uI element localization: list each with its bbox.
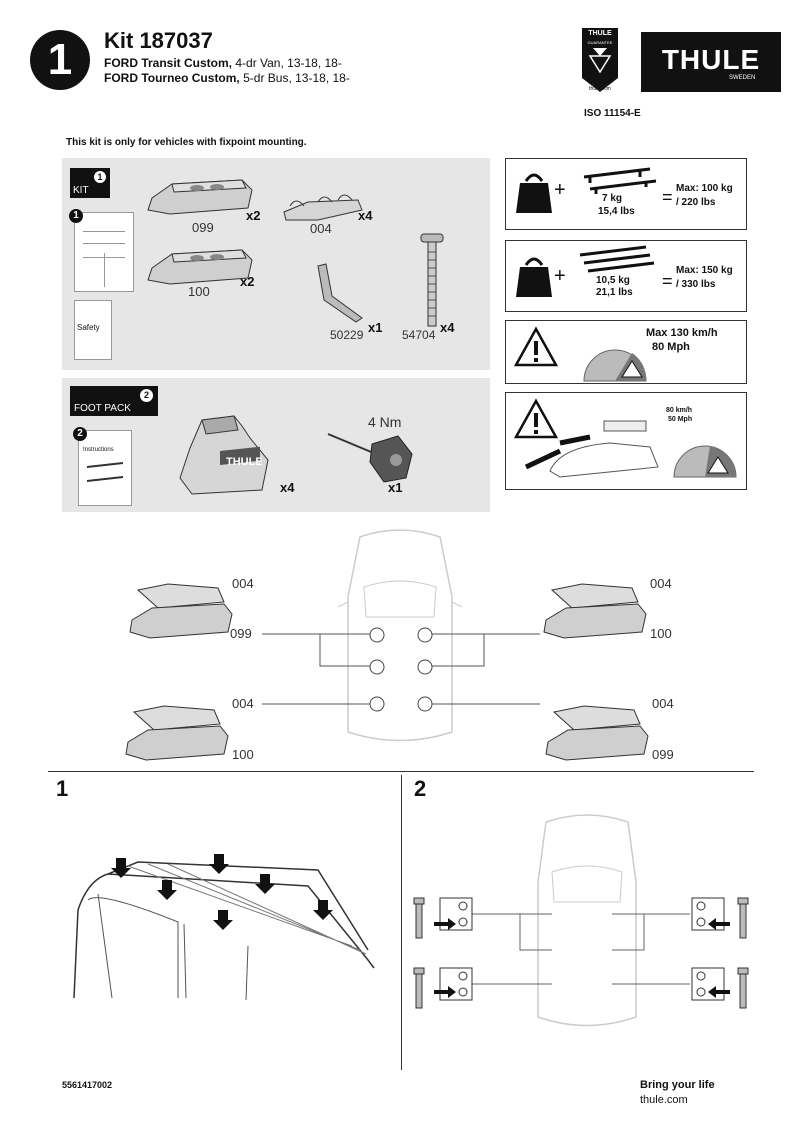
bar-weight-2: 10,5 kg bbox=[596, 275, 630, 286]
mount-point-mid-left bbox=[369, 659, 385, 675]
loading-warning-box: 80 km/h 50 Mph bbox=[505, 392, 747, 490]
roof-bars-thumb-icon bbox=[86, 462, 124, 482]
foot-brand-mark: THULE bbox=[226, 456, 263, 468]
mount-point-front-right bbox=[417, 627, 433, 643]
max-load-lbs-2: / 330 lbs bbox=[676, 279, 716, 290]
roof-rack-foot-icon bbox=[179, 415, 269, 495]
step-2-number: 2 bbox=[414, 776, 427, 801]
mount-point-front-left bbox=[369, 627, 385, 643]
car-loading-icon bbox=[524, 420, 659, 478]
kit-panel: 1 KIT 1 Safety 099 x2 004 x4 100 x2 5022… bbox=[62, 158, 490, 370]
pos-tr-top: 004 bbox=[650, 576, 672, 591]
thule-logo: THULE SWEDEN bbox=[641, 32, 781, 92]
part-qty-004: x4 bbox=[358, 208, 373, 223]
part-qty-54704: x4 bbox=[440, 320, 455, 335]
vehicle-line-2: FORD Tourneo Custom, 5-dr Bus, 13-18, 18… bbox=[104, 71, 350, 85]
part-qty-099: x2 bbox=[246, 208, 261, 223]
warning-triangle-icon bbox=[513, 326, 559, 367]
weight-icon bbox=[516, 173, 552, 213]
step-1-number: 1 bbox=[56, 776, 69, 801]
loading-speed-mph: 50 Mph bbox=[668, 416, 693, 423]
instruction-manual-thumb: 1 bbox=[69, 209, 134, 292]
adapter-stack-br-icon bbox=[545, 705, 649, 761]
steps-divider-h bbox=[48, 771, 754, 772]
foot-qty: x4 bbox=[280, 480, 295, 495]
load-limit-box-2: + 10,5 kg 21,1 lbs = Max: 150 kg / 330 l… bbox=[505, 240, 747, 312]
steps-divider-v bbox=[401, 775, 402, 1070]
part-qty-50229: x1 bbox=[368, 320, 383, 335]
footer-url[interactable]: thule.com bbox=[640, 1094, 688, 1106]
torque-tool-icon bbox=[327, 433, 413, 483]
hex-key-icon bbox=[317, 263, 363, 323]
adapter-stack-bl-icon bbox=[125, 705, 229, 761]
fixpoint-adapter-100-icon bbox=[147, 249, 253, 285]
pos-bl-bottom: 100 bbox=[232, 747, 254, 762]
loading-speed: 80 km/h bbox=[666, 407, 693, 414]
mount-point-mid-right bbox=[417, 659, 433, 675]
kit-badge: 1 KIT bbox=[70, 168, 110, 198]
adapter-stack-tr-icon bbox=[543, 583, 647, 639]
step-2-van-top-view-icon bbox=[537, 814, 637, 1027]
van-top-view-icon bbox=[337, 529, 463, 742]
kit-notice: This kit is only for vehicles with fixpo… bbox=[66, 137, 307, 148]
max-speed-mph: 80 Mph bbox=[652, 341, 690, 353]
roof-bars-icon bbox=[583, 167, 657, 194]
bolt-icon bbox=[420, 233, 444, 327]
bar-weight-lbs-2: 21,1 lbs bbox=[596, 287, 633, 298]
max-load-1: Max: 100 kg bbox=[676, 183, 733, 194]
max-load-2: Max: 150 kg bbox=[676, 265, 733, 276]
max-load-lbs-1: / 220 lbs bbox=[676, 197, 716, 208]
foot-pack-badge: 2 FOOT PACK bbox=[70, 386, 158, 416]
torque-value: 4 Nm bbox=[368, 414, 402, 430]
roof-bars-three-icon bbox=[579, 245, 655, 273]
fixpoint-adapter-099-icon bbox=[147, 179, 253, 215]
bar-weight-lbs-1: 15,4 lbs bbox=[598, 206, 635, 217]
speedometer-icon bbox=[673, 445, 737, 478]
weight-icon bbox=[516, 257, 552, 297]
foot-pack-panel: 2 FOOT PACK 2 Instructions THULE x4 4 Nm… bbox=[62, 378, 490, 512]
part-label-50229: 50229 bbox=[330, 328, 364, 342]
guarantee-badge: THULE GUARANTEE thule.com bbox=[580, 26, 620, 96]
pos-bl-top: 004 bbox=[232, 696, 254, 711]
tool-qty: x1 bbox=[388, 480, 403, 495]
step-number-badge: 1 bbox=[30, 30, 90, 90]
part-label-100: 100 bbox=[188, 284, 210, 299]
pos-br-bottom: 099 bbox=[652, 747, 674, 762]
bar-weight-1: 7 kg bbox=[602, 193, 623, 204]
part-label-004: 004 bbox=[310, 221, 332, 236]
speed-limit-box: Max 130 km/h 80 Mph bbox=[505, 320, 747, 384]
mount-point-rear-right bbox=[417, 696, 433, 712]
part-label-54704: 54704 bbox=[402, 328, 436, 342]
clamp-004-icon bbox=[283, 194, 363, 221]
mount-position-diagram bbox=[262, 627, 540, 712]
safety-booklet: Safety bbox=[74, 300, 112, 360]
pos-tr-bottom: 100 bbox=[650, 626, 672, 641]
pos-tl-top: 004 bbox=[232, 576, 254, 591]
foot-pack-instructions-thumb: 2 Instructions bbox=[73, 427, 132, 506]
iso-label: ISO 11154-E bbox=[584, 108, 641, 119]
pos-tl-bottom: 099 bbox=[230, 626, 252, 641]
part-label-099: 099 bbox=[192, 220, 214, 235]
max-speed: Max 130 km/h bbox=[646, 327, 718, 339]
footer-slogan: Bring your life bbox=[640, 1079, 715, 1091]
vehicle-line-1: FORD Transit Custom, 4-dr Van, 13-18, 18… bbox=[104, 56, 342, 70]
roof-fixpoints-illustration bbox=[73, 854, 375, 1001]
adapter-stack-tl-icon bbox=[129, 583, 233, 639]
pos-br-top: 004 bbox=[652, 696, 674, 711]
part-qty-100: x2 bbox=[240, 274, 255, 289]
speedometer-icon bbox=[583, 349, 647, 382]
warning-triangle-icon bbox=[513, 398, 559, 439]
load-limit-box-1: + 7 kg 15,4 lbs = Max: 100 kg / 220 lbs bbox=[505, 158, 747, 230]
mount-point-rear-left bbox=[369, 696, 385, 712]
step-2-bolt-diagram bbox=[413, 897, 749, 1009]
part-number: 5561417002 bbox=[62, 1080, 113, 1090]
guarantee-shield-icon bbox=[582, 28, 618, 92]
kit-title: Kit 187037 bbox=[104, 28, 213, 53]
